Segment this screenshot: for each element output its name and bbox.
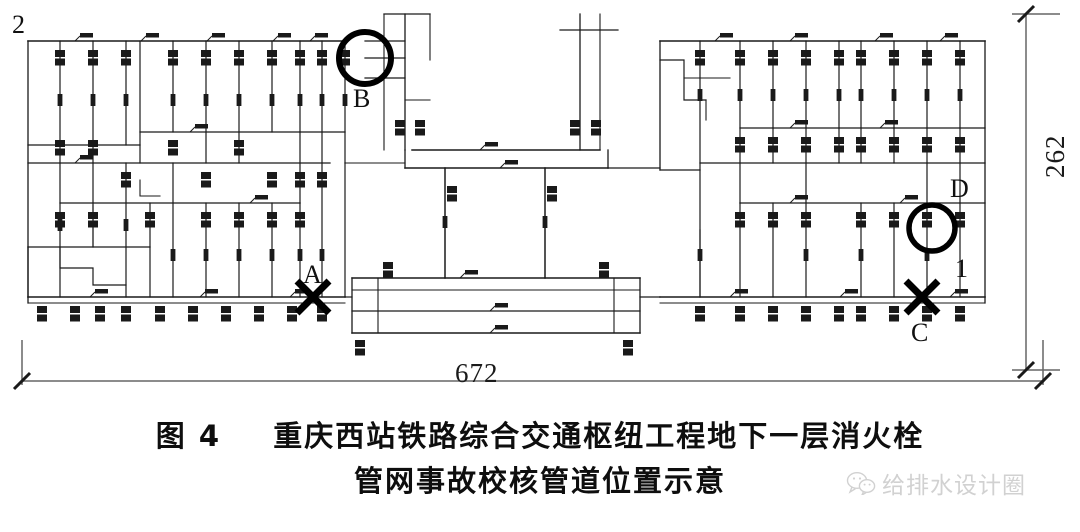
grid-label-1: 1 <box>955 254 968 283</box>
centre-bridge <box>351 13 661 334</box>
right-zone <box>659 40 986 304</box>
event-markers <box>294 29 958 316</box>
node-circle-b <box>336 29 394 87</box>
figure-caption: 图 4 重庆西站铁路综合交通枢纽工程地下一层消火栓 管网事故校核管道位置示意 <box>0 414 1080 504</box>
cad-plan-svg <box>12 4 1060 391</box>
marker-label-b: B <box>353 84 371 113</box>
marker-label-c: C <box>911 318 929 347</box>
node-circle-d <box>906 202 958 254</box>
pipe-break-cross-a <box>294 278 332 316</box>
wechat-icon <box>846 471 876 495</box>
caption-line-2: 管网事故校核管道位置示意 <box>353 464 726 498</box>
caption-text-1: 重庆西站铁路综合交通枢纽工程地下一层消火栓 <box>273 419 925 453</box>
marker-label-d: D <box>950 174 969 203</box>
pipe-break-cross-c <box>903 278 941 316</box>
caption-line-1: 图 4 重庆西站铁路综合交通枢纽工程地下一层消火栓 <box>0 414 1080 459</box>
dimension-label-horizontal: 672 <box>455 358 499 388</box>
watermark: 给排水设计圈 <box>846 466 1026 500</box>
valve-symbols <box>57 89 963 261</box>
watermark-text: 给排水设计圈 <box>882 473 1026 499</box>
hydrant-network-plan-drawing: 672 262 2 B A D 1 C <box>12 4 1070 391</box>
dimension-label-vertical: 262 <box>1040 134 1070 179</box>
figure-number: 图 4 <box>155 419 222 453</box>
dimension-lines <box>12 4 1060 391</box>
marker-label-a: A <box>303 260 322 289</box>
grid-label-2: 2 <box>12 10 25 39</box>
